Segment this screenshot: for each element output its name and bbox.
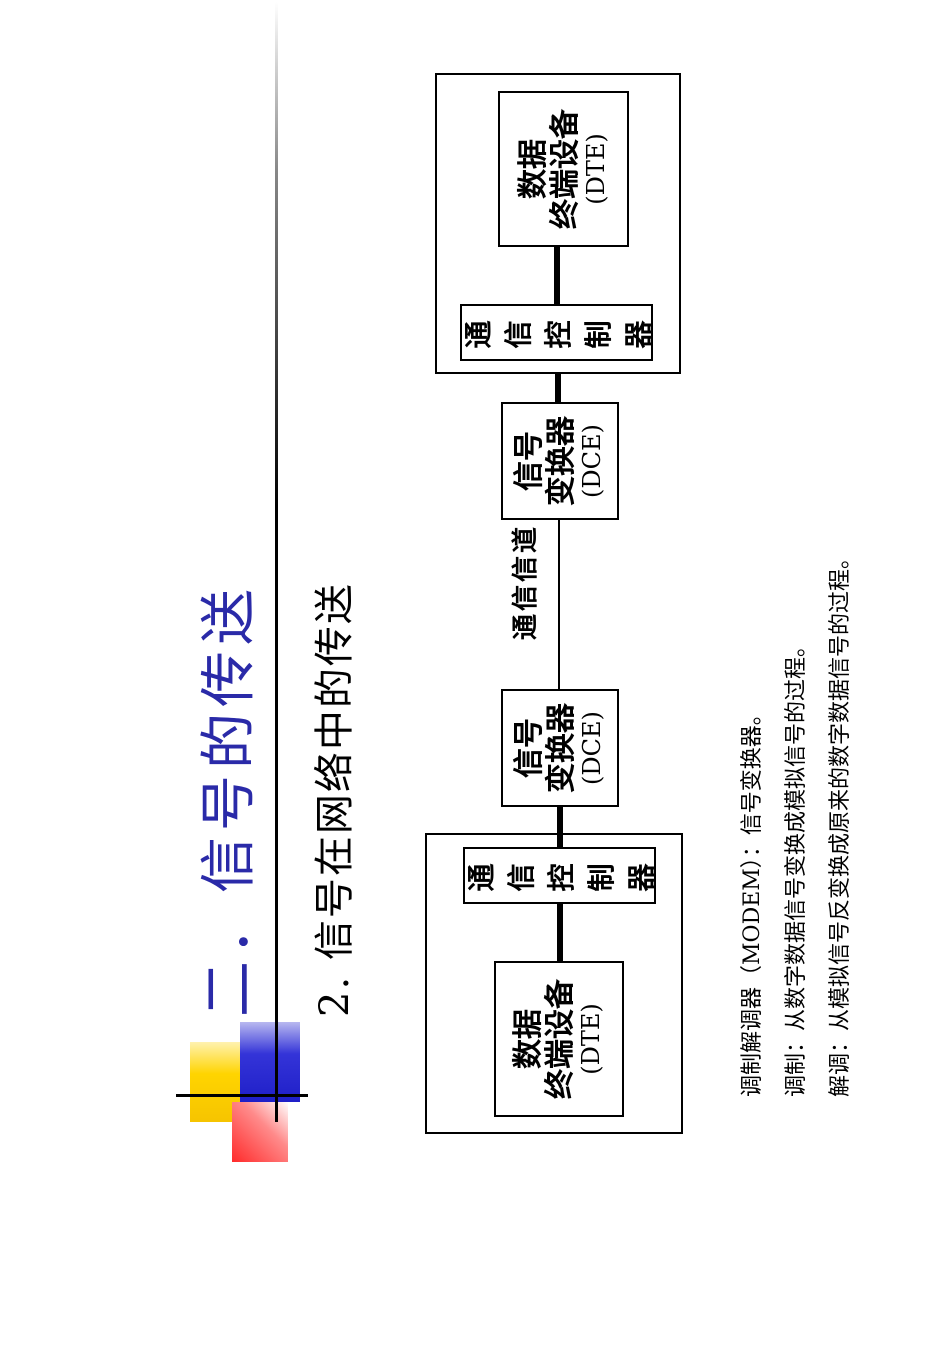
note-modem: 调制解调器（MODEM）：信号变换器。 <box>740 703 765 1097</box>
left-dte-link <box>557 904 563 961</box>
left-dce-line2: 变换器 <box>544 703 579 793</box>
logo-red-square <box>232 1102 288 1162</box>
right-dce-box: 信号 变换器 (DCE) <box>501 402 619 520</box>
page-title: 二．信号的传送 <box>197 583 262 1017</box>
right-dce-line1: 信号 <box>512 431 547 491</box>
left-dce-line3: (DCE) <box>578 711 606 785</box>
logo-blue-square <box>240 1022 300 1102</box>
note-demodulation: 解调：从模拟信号反变换成原来的数字数据信号的过程。 <box>828 546 853 1097</box>
left-controller-box: 通信控制器 <box>463 847 658 904</box>
channel-label: 通信信道 <box>511 524 541 641</box>
right-dte-line1: 数据 <box>515 139 551 199</box>
right-dce-line3: (DCE) <box>578 424 606 498</box>
right-dte-line2: 终端设备 <box>547 109 583 229</box>
left-controller-label: 通信控制器 <box>464 859 658 892</box>
right-controller-label: 通信控制器 <box>461 316 655 349</box>
right-dce-link <box>555 372 561 402</box>
right-controller-link <box>554 247 560 304</box>
right-controller-box: 通信控制器 <box>460 304 655 361</box>
left-dte-line3: (DTE) <box>577 1003 605 1075</box>
right-dce-line2: 变换器 <box>544 416 579 506</box>
left-dce-line1: 信号 <box>512 718 547 778</box>
left-controller-link <box>557 807 563 847</box>
section-subtitle: 2. 信号在网络中的传送 <box>312 582 358 1017</box>
logo-crossbar <box>176 1094 308 1097</box>
channel-line <box>558 520 560 689</box>
right-dte-line3: (DTE) <box>581 133 610 205</box>
note-modulation: 调制：从数字数据信号变换成模拟信号的过程。 <box>784 634 809 1097</box>
left-dce-box: 信号 变换器 (DCE) <box>501 689 619 807</box>
left-dte-line1: 数据 <box>511 1009 546 1069</box>
left-dte-line2: 终端设备 <box>543 979 578 1099</box>
left-dte-box: 数据 终端设备 (DTE) <box>494 961 624 1117</box>
right-dte-box: 数据 终端设备 (DTE) <box>498 91 629 247</box>
title-underline <box>275 2 278 1122</box>
